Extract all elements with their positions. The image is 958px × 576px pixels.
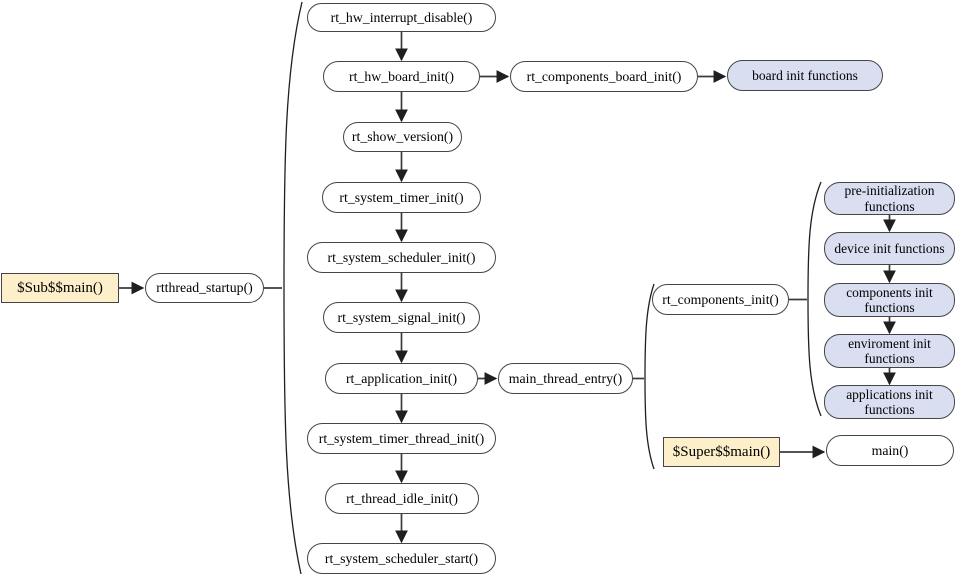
node-rt-thread-idle-init: rt_thread_idle_init() bbox=[325, 483, 479, 514]
node-rt-system-timer-init: rt_system_timer_init() bbox=[322, 182, 481, 213]
brace-layer bbox=[283, 1, 822, 575]
node-rt-application-init: rt_application_init() bbox=[325, 363, 478, 394]
node-rt-system-scheduler-init: rt_system_scheduler_init() bbox=[307, 242, 496, 273]
node-rt-hw-interrupt-disable: rt_hw_interrupt_disable() bbox=[307, 3, 496, 32]
node-rt-hw-board-init: rt_hw_board_init() bbox=[323, 61, 480, 92]
rt-components-init-brace bbox=[807, 181, 822, 417]
node-applications-init-functions: applications init functions bbox=[824, 385, 955, 419]
node-main-thread-entry: main_thread_entry() bbox=[498, 363, 633, 394]
node-super-main: $Super$$main() bbox=[663, 437, 780, 467]
main-thread-entry-brace bbox=[644, 283, 655, 470]
node-rt-show-version: rt_show_version() bbox=[343, 122, 462, 152]
node-rt-system-signal-init: rt_system_signal_init() bbox=[323, 302, 480, 333]
node-device-init-functions: device init functions bbox=[824, 232, 955, 265]
node-enviroment-init-functions: enviroment init functions bbox=[824, 334, 955, 368]
node-main: main() bbox=[826, 435, 954, 466]
edge-layer bbox=[119, 32, 896, 544]
node-rtthread-startup: rtthread_startup() bbox=[145, 273, 264, 303]
node-rt-components-board-init: rt_components_board_init() bbox=[510, 61, 698, 92]
node-rt-system-timer-thread-init: rt_system_timer_thread_init() bbox=[307, 423, 496, 454]
node-components-init-functions: components init functions bbox=[824, 283, 955, 317]
node-pre-initialization-functions: pre-initialization functions bbox=[824, 182, 955, 215]
node-rt-components-init: rt_components_init() bbox=[652, 284, 789, 315]
node-sub-main: $Sub$$main() bbox=[1, 273, 119, 303]
rtthread-startup-brace bbox=[283, 1, 303, 575]
node-board-init-functions: board init functions bbox=[727, 60, 883, 91]
node-rt-system-scheduler-start: rt_system_scheduler_start() bbox=[307, 543, 496, 574]
